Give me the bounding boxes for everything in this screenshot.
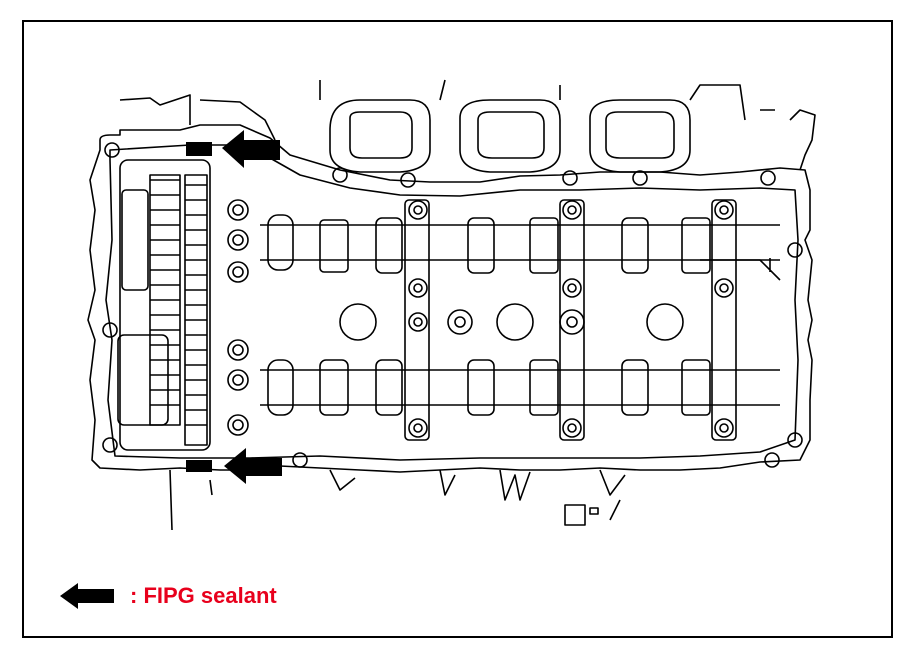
sealant-patch-bottom <box>186 460 212 472</box>
camshaft-upper <box>260 224 780 261</box>
timing-chain-housing <box>119 159 211 451</box>
figure-frame <box>22 20 893 638</box>
legend-arrow-icon <box>60 583 114 609</box>
sealant-patch-top <box>186 142 212 156</box>
intake-runners <box>329 99 431 173</box>
camshaft-lower <box>260 369 780 406</box>
sealant-arrow-top <box>222 130 280 168</box>
legend-label: : FIPG sealant <box>130 583 277 608</box>
legend: : FIPG sealant <box>58 582 277 610</box>
sealant-arrow-bottom <box>224 448 282 484</box>
plug-well <box>339 303 377 341</box>
cover-outline <box>87 124 813 473</box>
bearing-cap <box>404 199 430 441</box>
cover-bolts <box>102 142 803 468</box>
cover-inner-rim <box>105 144 799 461</box>
